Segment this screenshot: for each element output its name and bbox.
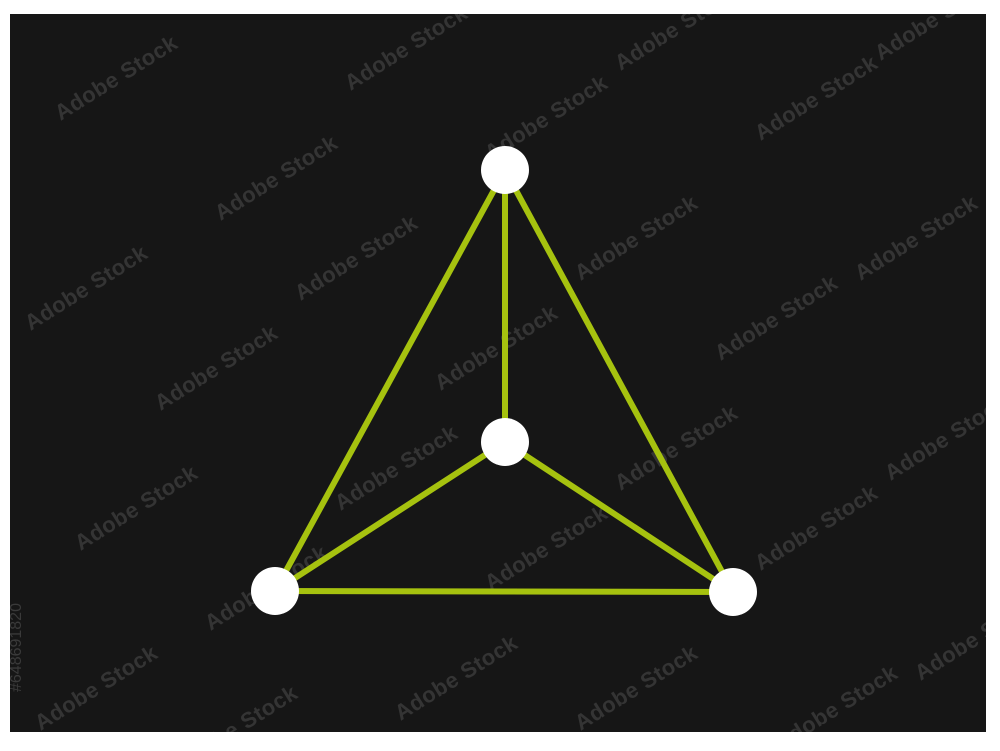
node-bottom-right xyxy=(709,568,757,616)
node-top xyxy=(481,146,529,194)
edge-top-bottom-left xyxy=(272,167,508,594)
edge-bottom-left-bottom-right xyxy=(272,588,736,595)
stock-id-text: #648691820 xyxy=(8,603,25,692)
edge-center-bottom-left xyxy=(272,439,508,594)
edge-center-bottom-right xyxy=(502,439,736,595)
edge-top-bottom-right xyxy=(502,167,736,595)
node-bottom-left xyxy=(251,567,299,615)
node-center xyxy=(481,418,529,466)
tetrahedron-diagram xyxy=(251,146,757,616)
stock-id-label: #648691820 xyxy=(8,512,34,692)
